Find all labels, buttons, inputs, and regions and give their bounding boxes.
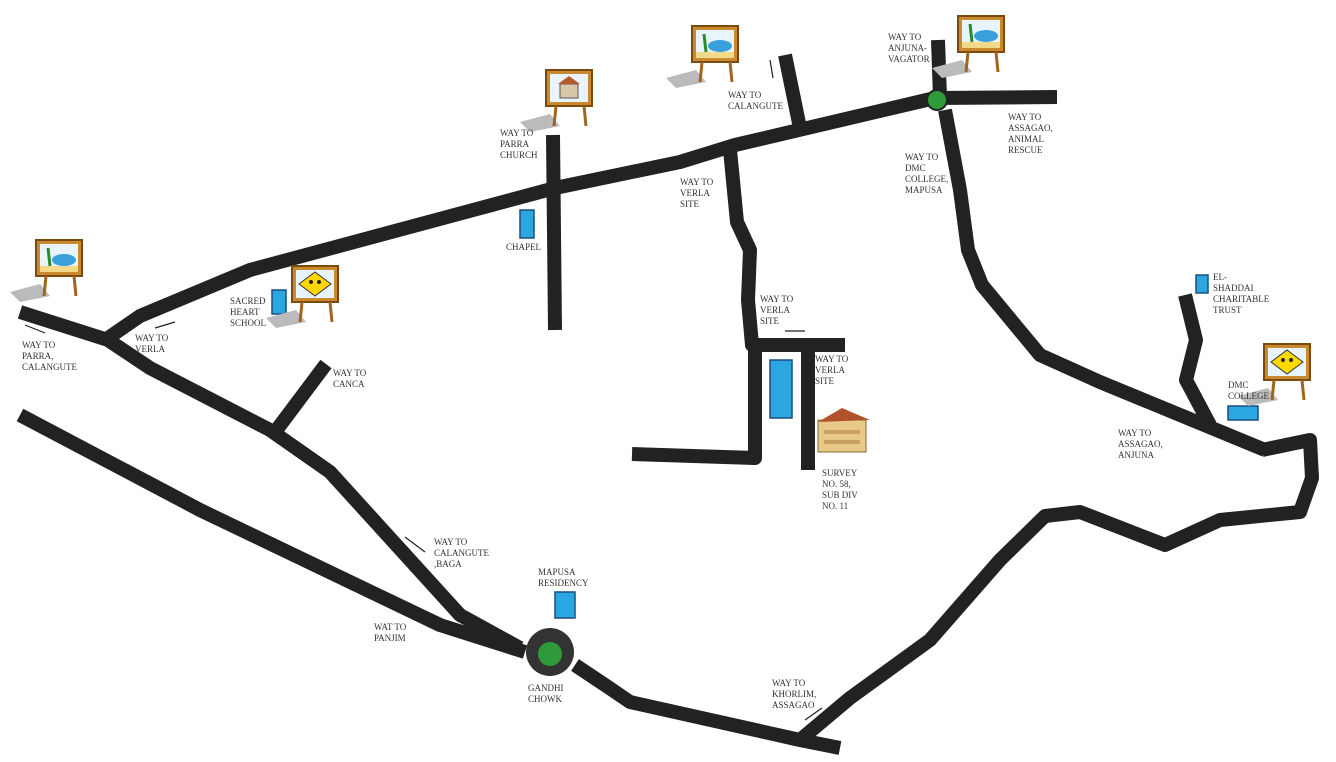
label-assagao-animal-rescue: WAY TO ASSAGAO, ANIMAL RESCUE <box>1008 112 1053 155</box>
label-verla-site-2: WAY TO VERLA SITE <box>760 294 794 326</box>
roundabout-green <box>538 642 562 666</box>
label-chapel: CHAPEL <box>506 242 542 252</box>
label-el-shaddai: EL- SHADDAI CHARITABLE TRUST <box>1213 272 1270 315</box>
verla-site-building <box>769 359 793 419</box>
road-west <box>17 305 524 655</box>
road-main-north <box>104 90 1058 344</box>
label-canca: WAY TO CANCA <box>333 368 367 389</box>
label-assagao-anjuna: WAY TO ASSAGAO, ANJUNA <box>1118 428 1163 460</box>
label-calangute-north: WAY TO CALANGUTE <box>728 90 783 111</box>
beach-billboard-icon <box>666 26 738 88</box>
label-mapusa-residency: MAPUSA RESIDENCY <box>538 567 589 588</box>
label-verla-site-3: WAY TO VERLA SITE <box>815 354 849 386</box>
el-shaddai-building <box>1195 274 1209 294</box>
dmc-college-building <box>1227 405 1259 421</box>
road-verla-left <box>631 345 762 465</box>
label-verla-site-1: WAY TO VERLA SITE <box>680 177 714 209</box>
direction-arrow-icon <box>24 59 1006 721</box>
road-khorlim <box>571 433 1319 755</box>
mapusa-residency-building <box>554 591 576 619</box>
sacred-heart-building <box>271 289 287 315</box>
label-dmc-college: DMC COLLEGE <box>1228 380 1269 401</box>
beach-billboard-icon <box>10 240 82 302</box>
label-anjuna-vagator: WAY TO ANJUNA- VAGATOR <box>888 32 930 64</box>
road-parra-church <box>546 134 562 331</box>
label-dmc-mapusa: WAY TO DMC COLLEGE, MAPUSA <box>905 152 949 195</box>
anjuna-roundabout-green <box>926 89 948 111</box>
label-verla-west: WAY TO VERLA <box>135 333 169 354</box>
label-gandhi-chowk: GANDHI CHOWK <box>528 683 564 704</box>
label-panjim: WAT TO PANJIM <box>374 622 407 643</box>
label-calangute-baga: WAY TO CALANGUTE ,BAGA <box>434 537 489 569</box>
house-icon <box>817 408 870 453</box>
chapel-building <box>519 209 535 239</box>
road-dmc <box>938 108 1268 457</box>
road-verla-site <box>723 149 845 352</box>
roads <box>16 39 1319 755</box>
road-canca <box>269 359 332 437</box>
label-survey: SURVEY NO. 58, SUB DIV NO. 11 <box>822 468 858 511</box>
road-el-shaddai <box>1178 293 1217 429</box>
label-sacred-heart: SACRED HEART SCHOOL <box>230 296 267 328</box>
buildings <box>271 209 1259 619</box>
label-parra-calangute: WAY TO PARRA, CALANGUTE <box>22 340 77 372</box>
label-khorlim-assagao: WAY TO KHORLIM, ASSAGAO <box>772 678 817 710</box>
label-parra-church: WAY TO PARRA CHURCH <box>500 128 538 160</box>
road-calangute <box>778 53 807 130</box>
road-panjim <box>16 408 528 659</box>
church-billboard-icon <box>520 70 592 132</box>
